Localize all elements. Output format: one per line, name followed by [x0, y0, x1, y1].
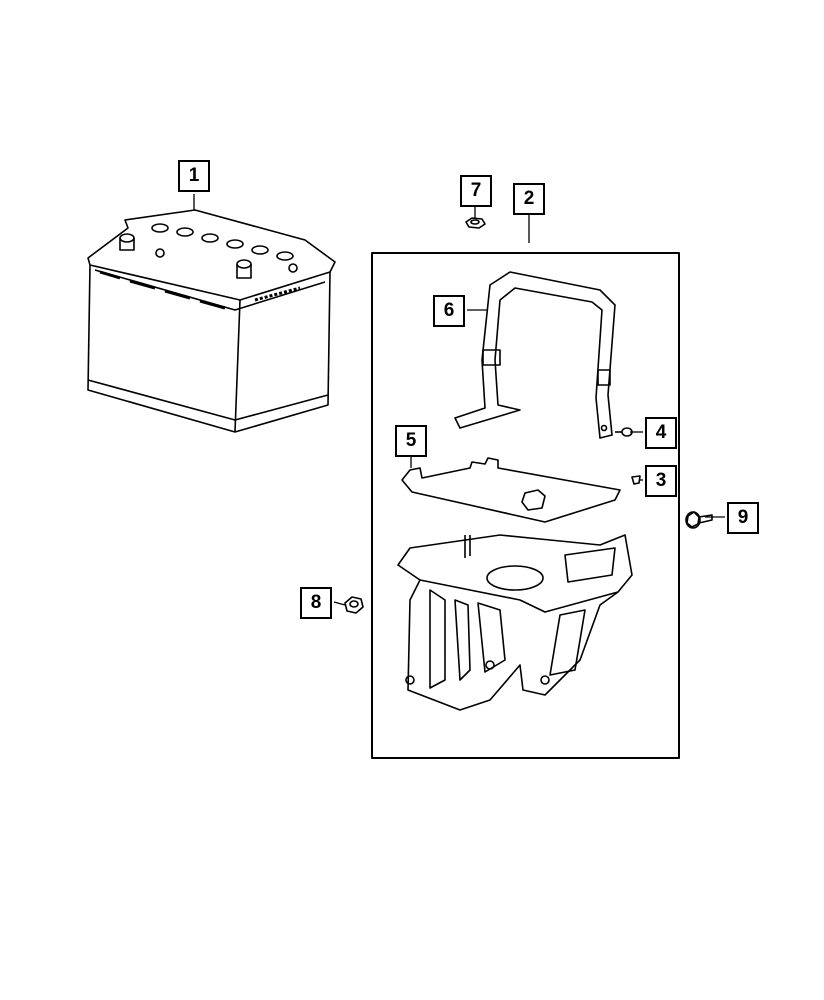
battery-drawing	[87, 209, 336, 433]
callout-6: 6	[433, 295, 465, 327]
fastener-3-drawing	[631, 475, 641, 485]
callout-8: 8	[300, 587, 332, 619]
callout-2: 2	[513, 183, 545, 215]
bolt-9-drawing	[685, 511, 713, 529]
callout-7: 7	[460, 175, 492, 207]
hold-down-strap-drawing	[454, 271, 616, 439]
battery-tray-drawing	[397, 534, 633, 711]
tray-pad-drawing	[401, 457, 621, 523]
callout-1: 1	[178, 160, 210, 192]
callout-5: 5	[395, 425, 427, 457]
fastener-4-drawing	[615, 427, 633, 437]
assembly-frame	[371, 252, 680, 759]
callout-4: 4	[645, 417, 677, 449]
nut-7-drawing	[465, 217, 486, 229]
callout-3: 3	[645, 465, 677, 497]
nut-8-drawing	[344, 596, 364, 614]
callout-9: 9	[727, 502, 759, 534]
